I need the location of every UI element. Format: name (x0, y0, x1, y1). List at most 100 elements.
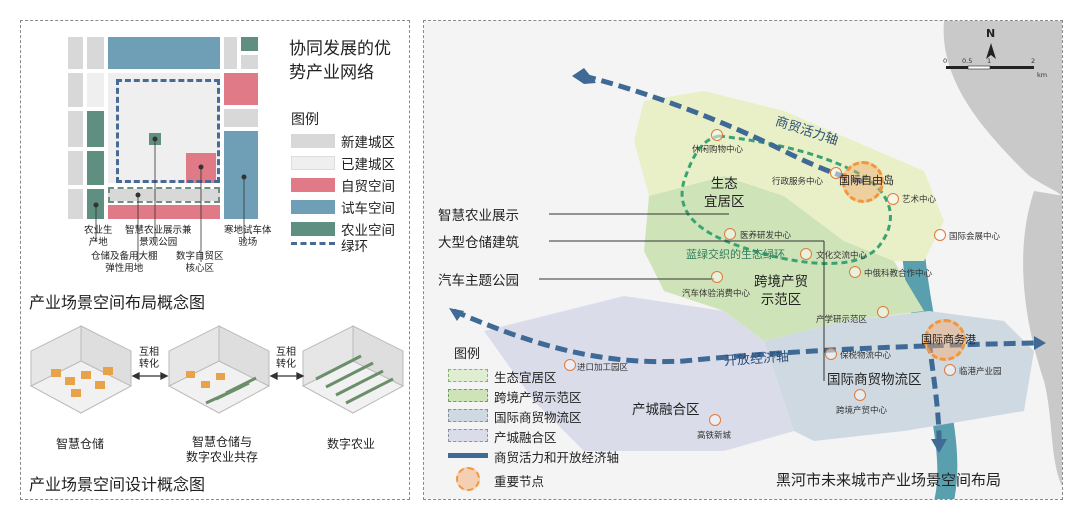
left-legend-title: 图例 (291, 112, 319, 128)
annotation-storage: 仓储及备用大棚弹性用地 (91, 251, 158, 274)
scale-label-2: 2 (1031, 57, 1036, 65)
scene2-label: 智慧仓储与数字农业共存 (186, 435, 259, 464)
node-dot (711, 129, 723, 141)
legend-swatch-node (456, 467, 480, 491)
legend-swatch-fusion (448, 429, 488, 442)
scale-seg-3 (990, 66, 1034, 69)
legend-swatch-ring (291, 242, 335, 246)
scale-seg-2 (967, 65, 991, 70)
green-ring-label: 蓝绿交织的生态绿环 (686, 248, 785, 261)
place-sino-russia: 中俄科教合作中心 (864, 269, 933, 279)
annotation-smart-park: 智慧农业展示兼景观公园 (125, 225, 192, 248)
legend-label-cross: 跨境产贸示范区 (494, 390, 582, 405)
legend-swatch-eco (448, 369, 488, 382)
block-new (68, 73, 83, 107)
place-bonded: 保税物流中心 (840, 351, 892, 361)
legend-swatch-agri (291, 222, 335, 236)
legend-swatch-ftz (291, 178, 335, 192)
place-car: 汽车体验消费中心 (682, 289, 751, 299)
place-art: 艺术中心 (902, 195, 937, 205)
node-dot (887, 193, 899, 205)
north-arrow (986, 43, 996, 59)
block-test-drive (108, 37, 220, 69)
legend-swatch-built (291, 156, 335, 170)
city-map (424, 21, 1062, 499)
callout-warehouse: 大型仓储建筑 (438, 235, 519, 251)
block-new (68, 111, 83, 147)
place-culture: 文化交流中心 (816, 251, 868, 261)
block-agri (87, 111, 104, 147)
node-dot (709, 414, 721, 426)
annotation-cold-test: 寒地试车体验场 (224, 225, 272, 248)
place-admin: 行政服务中心 (772, 177, 824, 187)
place-leisure: 休闲购物中心 (692, 145, 744, 155)
zone-fusion-label: 产城融合区 (632, 402, 700, 418)
block-new (224, 37, 237, 69)
legend-label-logistics: 国际商贸物流区 (494, 410, 582, 425)
scale-label-1: 1 (987, 57, 992, 65)
legend-swatch-test (291, 200, 335, 214)
axis-open-line (453, 308, 1035, 365)
left-concept-panel: 农业生产地 智慧农业展示兼景观公园 仓储及备用大棚弹性用地 数字自贸区核心区 寒… (20, 20, 410, 500)
layout-concept-title: 产业场景空间布局概念图 (29, 293, 206, 312)
node-dot (800, 248, 812, 260)
block-cold-test (224, 131, 258, 219)
scale-label-0: 0 (943, 57, 948, 65)
design-concept-title: 产业场景空间设计概念图 (29, 475, 206, 494)
node-dot (944, 364, 956, 376)
node-trade-port (924, 319, 966, 361)
callout-car-park: 汽车主题公园 (438, 273, 519, 289)
legend-label-ftz: 自贸空间 (341, 179, 395, 195)
zone-logistics-label: 国际商贸物流区 (827, 372, 922, 388)
block-ftz-strip (108, 205, 220, 219)
green-ring (116, 79, 220, 183)
zone-fusion-fill (484, 296, 794, 451)
callout-smart-agri: 智慧农业展示 (438, 208, 519, 224)
legend-label-fusion: 产城融合区 (494, 430, 557, 445)
node-free-island (842, 161, 884, 203)
block-new (241, 55, 258, 69)
axis-south-arrow (931, 439, 947, 453)
block-new (68, 151, 83, 185)
node-dot (934, 229, 946, 241)
legend-label-ring: 绿环 (341, 239, 368, 255)
block-new (87, 37, 104, 69)
node-free-island-label: 国际自由岛 (839, 174, 894, 187)
axis-open-arrow-right (1034, 336, 1046, 350)
axis-south-line (926, 340, 942, 442)
arrow1-label: 互相转化 (139, 347, 159, 370)
zone-eco-label: 生态宜居区 (704, 176, 745, 210)
place-medical: 医养研发中心 (740, 231, 792, 241)
river-lower (1023, 191, 1062, 487)
node-dot (877, 306, 889, 318)
place-research: 产学研示范区 (816, 315, 868, 325)
north-label: N (986, 27, 996, 40)
legend-swatch-axis (448, 453, 488, 458)
axis-open-arrow-left (449, 308, 464, 321)
industry-network-diagram (68, 37, 258, 262)
right-map-panel: N 0 0.5 1 2 km 商贸活力轴 开放经济轴 蓝绿交织的生态绿环 生态宜… (423, 20, 1063, 500)
legend-swatch-new (291, 134, 335, 148)
river-upper (943, 21, 1062, 197)
block-agri (241, 37, 258, 51)
node-dot (830, 167, 842, 179)
legend-label-node: 重要节点 (494, 474, 545, 489)
node-dot (825, 348, 837, 360)
legend-label-new: 新建城区 (341, 135, 395, 151)
node-dot (724, 228, 736, 240)
network-title: 协同发展的优势产业网络 (289, 39, 391, 83)
scene-digital-agri (301, 325, 405, 414)
node-dot (564, 359, 576, 371)
scene-arrows (131, 371, 305, 381)
leader-lines (93, 136, 247, 262)
legend-swatch-logistics (448, 409, 488, 422)
green-ring-map (680, 134, 892, 265)
node-dot (849, 266, 861, 278)
storage-outline (108, 187, 220, 203)
place-cross-center: 跨境产贸中心 (836, 406, 888, 416)
axis-trade-arrow (572, 68, 596, 84)
block-new (224, 109, 258, 127)
block-agri (87, 151, 104, 185)
scene-storage-agri (167, 325, 271, 414)
legend-label-test: 试车空间 (341, 201, 395, 217)
